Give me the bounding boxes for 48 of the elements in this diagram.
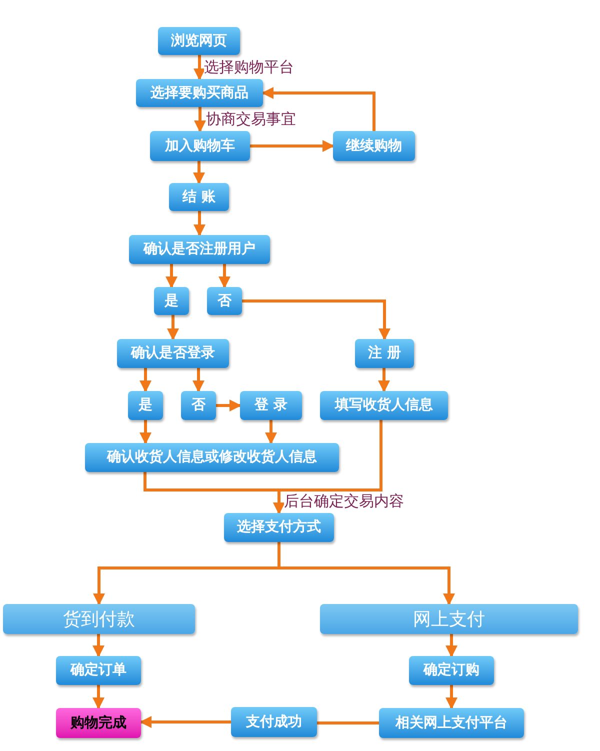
process-box: 货到付款 xyxy=(3,604,195,634)
arrow xyxy=(194,55,206,80)
arrow xyxy=(194,211,206,236)
arrow xyxy=(242,300,390,340)
arrow xyxy=(192,368,204,392)
arrow xyxy=(250,140,334,152)
process-box: 确认是否登录 xyxy=(117,339,229,368)
arrow xyxy=(194,107,206,132)
process-box: 确认收货人信息或修改收货人信息 xyxy=(85,443,339,472)
process-box: 继续购物 xyxy=(333,131,415,161)
process-box: 加入购物车 xyxy=(150,131,250,161)
process-box: 确定订单 xyxy=(56,656,141,685)
process-box: 浏览网页 xyxy=(158,27,240,55)
arrow xyxy=(216,400,242,412)
arrow xyxy=(167,315,179,340)
arrow xyxy=(378,368,390,392)
process-box: 相关网上支付平台 xyxy=(379,708,524,738)
arrow xyxy=(446,685,458,710)
process-box: 否 xyxy=(207,287,242,315)
arrow xyxy=(262,87,376,131)
process-box: 购物完成 xyxy=(56,708,141,738)
process-box: 是 xyxy=(128,391,163,420)
arrow xyxy=(92,634,104,658)
edge-label: 选择购物平台 xyxy=(204,58,294,76)
process-box: 注 册 xyxy=(355,339,414,368)
arrow xyxy=(140,716,231,728)
arrow xyxy=(273,420,382,514)
process-box: 否 xyxy=(181,391,216,420)
arrow xyxy=(446,634,458,658)
edge-label: 协商交易事宜 xyxy=(206,110,296,128)
arrow xyxy=(140,368,152,392)
arrow xyxy=(92,685,104,710)
process-box: 选择要购买商品 xyxy=(136,79,263,107)
process-box: 支付成功 xyxy=(231,707,317,737)
process-box: 登 录 xyxy=(240,391,302,420)
arrow xyxy=(265,420,277,444)
process-box: 网上支付 xyxy=(320,604,578,634)
arrow xyxy=(140,420,152,444)
process-box: 确认是否注册用户 xyxy=(129,235,270,264)
arrow xyxy=(193,161,205,184)
process-box: 填写收货人信息 xyxy=(320,391,448,420)
arrow xyxy=(166,264,178,288)
arrow xyxy=(218,264,230,288)
process-box: 是 xyxy=(154,287,189,315)
process-box: 确定订购 xyxy=(409,656,494,685)
process-box: 结 账 xyxy=(169,183,229,211)
process-box: 选择支付方式 xyxy=(224,513,334,542)
edge-label: 后台确定交易内容 xyxy=(284,492,404,510)
